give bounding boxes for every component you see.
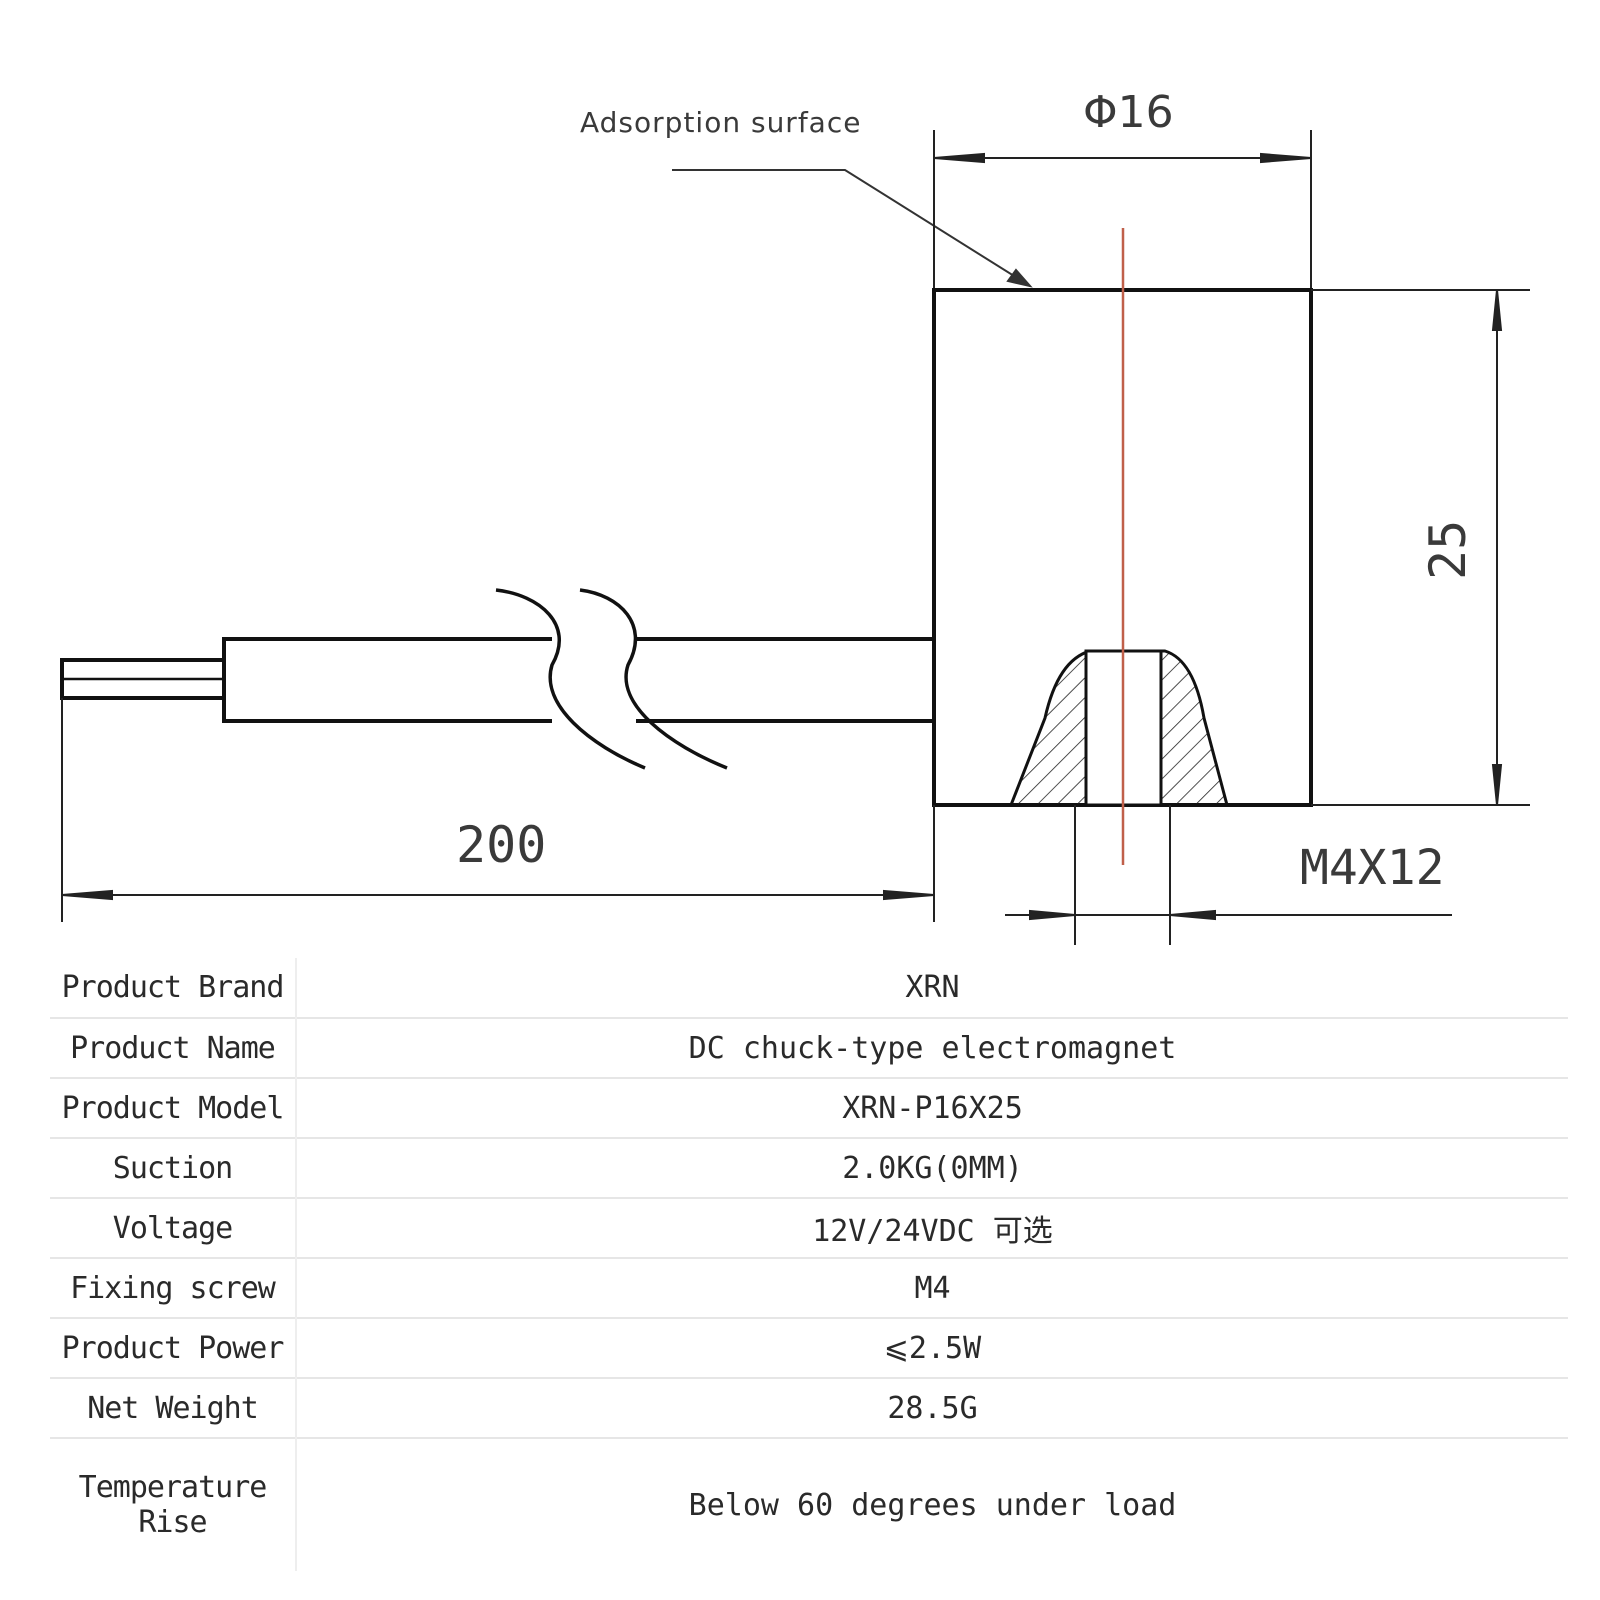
spec-value: Below 60 degrees under load <box>296 1437 1568 1571</box>
screw-hole-section <box>1008 649 1229 807</box>
table-row: Product Power ⩽2.5W <box>50 1317 1568 1378</box>
spec-value: ⩽2.5W <box>296 1317 1568 1378</box>
table-row: Fixing screw M4 <box>50 1257 1568 1318</box>
spec-label: Voltage <box>50 1197 297 1258</box>
table-row: Temperature Rise Below 60 degrees under … <box>50 1437 1568 1571</box>
spec-label: Suction <box>50 1137 297 1198</box>
spec-value: 12V/24VDC 可选 <box>296 1197 1568 1258</box>
spec-value: DC chuck-type electromagnet <box>296 1017 1568 1078</box>
annotation-leader <box>672 169 1033 288</box>
cable <box>60 637 936 723</box>
length-dimension <box>61 698 935 922</box>
table-row: Product Model XRN-P16X25 <box>50 1077 1568 1138</box>
spec-label: Product Model <box>50 1077 297 1138</box>
spec-value: XRN-P16X25 <box>296 1077 1568 1138</box>
spec-label: Product Brand <box>50 958 297 1018</box>
table-row: Suction 2.0KG(0MM) <box>50 1137 1568 1198</box>
spec-label: Net Weight <box>50 1377 297 1438</box>
table-row: Product Brand XRN <box>50 958 1568 1018</box>
screw-label: M4X12 <box>1300 840 1445 896</box>
spec-label: Product Power <box>50 1317 297 1378</box>
technical-drawing: Adsorption surface Φ16 25 <box>60 87 1530 945</box>
spec-value: 28.5G <box>296 1377 1568 1438</box>
height-dimension <box>1311 289 1530 806</box>
spec-table: Product Brand XRN Product Name DC chuck-… <box>50 958 1568 1571</box>
spec-label: Fixing screw <box>50 1257 297 1318</box>
cable-break-marks <box>495 588 728 770</box>
spec-label: Temperature Rise <box>50 1437 297 1571</box>
table-row: Net Weight 28.5G <box>50 1377 1568 1438</box>
screw-dimension <box>1005 805 1452 945</box>
table-row: Product Name DC chuck-type electromagnet <box>50 1017 1568 1078</box>
length-label: 200 <box>456 816 546 874</box>
spec-label: Product Name <box>50 1017 297 1078</box>
table-row: Voltage 12V/24VDC 可选 <box>50 1197 1568 1258</box>
spec-value: M4 <box>296 1257 1568 1318</box>
height-label: 25 <box>1419 520 1477 580</box>
annotation-label: Adsorption surface <box>580 106 861 139</box>
diameter-label: Φ16 <box>1083 87 1174 138</box>
spec-value: 2.0KG(0MM) <box>296 1137 1568 1198</box>
spec-value: XRN <box>905 970 960 1005</box>
diameter-dimension <box>933 130 1312 290</box>
